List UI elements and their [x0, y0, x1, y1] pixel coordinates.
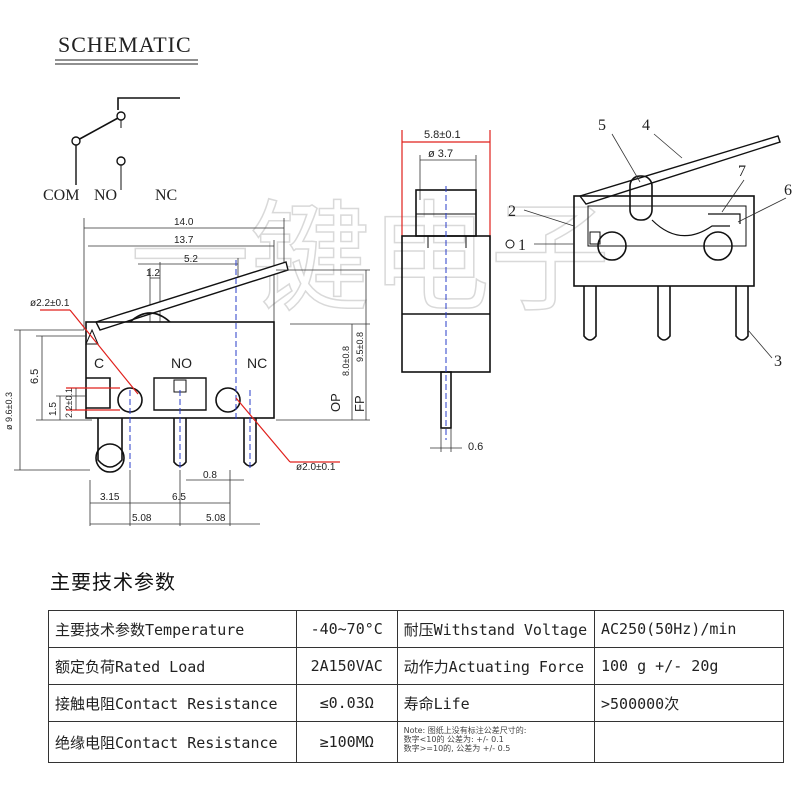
callout-2: 2: [508, 203, 516, 220]
spec-label: 动作力Actuating Force: [396, 647, 595, 685]
schematic-diagram: SCHEMATIC COM NO NC: [43, 32, 198, 204]
spec-value: 2A150VAC: [295, 647, 398, 685]
pin-label-no: NO: [171, 355, 192, 371]
callout-3: 3: [774, 353, 782, 370]
note-line: 数字>=10的, 公差为 +/- 0.5: [403, 744, 511, 753]
dim-side-pin: 0.6: [468, 441, 483, 453]
dim-pin-dia: ø2.0±0.1: [296, 462, 336, 473]
callout-7: 7: [738, 163, 746, 180]
callout-1: 1: [518, 237, 526, 254]
callout-4: 4: [642, 117, 650, 134]
spec-value: [593, 721, 785, 763]
dim-pin-width: 0.8: [203, 470, 217, 481]
pin-label-nc: NC: [247, 355, 267, 371]
dim-side-width: 5.8±0.1: [424, 129, 461, 141]
spec-value: AC250(50Hz)/min: [593, 610, 785, 648]
specs-table: 主要技术参数Temperature -40~70°C 耐压Withstand V…: [48, 610, 785, 763]
specs-title: 主要技术参数: [50, 570, 176, 594]
dim-height-22: 2.2±0.1: [64, 388, 74, 418]
technical-drawing: 一键电子 SCHEMATIC COM NO NC 14.0 13.7 5.2 1…: [4, 32, 792, 526]
table-row: 绝缘电阻Contact Resistance ≥100MΩ Note: 图纸上没…: [48, 721, 785, 763]
dim-fp-label: FP: [352, 395, 367, 412]
terminal-nc: NC: [155, 187, 177, 204]
terminal-no: NO: [94, 187, 117, 204]
dim-op-label: OP: [328, 393, 343, 412]
dim-left-offset: 3.15: [100, 492, 120, 503]
note-line: 数字<10的 公差为: +/- 0.1: [403, 735, 504, 744]
spec-label: 耐压Withstand Voltage: [396, 610, 595, 648]
dim-pitch-left: 5.08: [132, 513, 152, 524]
dim-overall-height: ø 9.6±0.3: [4, 392, 14, 430]
dim-op-value: 8.0±0.8: [341, 346, 351, 376]
dim-fp-value: 9.5±0.8: [355, 332, 365, 362]
dim-overall-length: 14.0: [174, 217, 194, 228]
spec-value: 100 g +/- 20g: [593, 647, 785, 685]
dim-pitch-65: 6.5: [172, 492, 186, 503]
tolerance-note: Note: 图纸上没有标注公差尺寸的: 数字<10的 公差为: +/- 0.1 …: [396, 721, 595, 763]
dim-plunger: ø 3.7: [428, 148, 453, 160]
spec-value: -40~70°C: [295, 610, 398, 648]
svg-text:一键电子: 一键电子: [130, 190, 610, 329]
spec-label: 绝缘电阻Contact Resistance: [48, 721, 297, 763]
table-row: 主要技术参数Temperature -40~70°C 耐压Withstand V…: [48, 610, 785, 648]
spec-label: 寿命Life: [396, 684, 595, 722]
side-view: 5.8±0.1 ø 3.7 0.6: [401, 129, 491, 453]
dim-body-length: 13.7: [174, 235, 194, 246]
callout-6: 6: [784, 182, 792, 199]
dim-pitch-right: 5.08: [206, 513, 226, 524]
callout-5: 5: [598, 117, 606, 134]
dim-lever-offset: 5.2: [184, 254, 198, 265]
spec-value: ≤0.03Ω: [295, 684, 398, 722]
pin-label-c: C: [94, 355, 104, 371]
dim-height-65: 6.5: [29, 369, 41, 384]
schematic-title: SCHEMATIC: [58, 32, 192, 57]
section-view: 5 4 7 6 2 1 3: [505, 117, 792, 370]
spec-value: >500000次: [593, 684, 785, 722]
watermark: 一键电子: [129, 189, 611, 330]
dim-height-15: 1.5: [48, 402, 59, 416]
dim-hole-dia: ø2.2±0.1: [30, 298, 70, 309]
spec-value: ≥100MΩ: [295, 721, 398, 763]
terminal-com: COM: [43, 187, 79, 204]
note-line: Note: 图纸上没有标注公差尺寸的:: [403, 726, 527, 735]
spec-label: 接触电阻Contact Resistance: [48, 684, 297, 722]
spec-label: 额定负荷Rated Load: [48, 647, 297, 685]
table-row: 接触电阻Contact Resistance ≤0.03Ω 寿命Life >50…: [48, 684, 785, 722]
front-view: 14.0 13.7 5.2 1.2 C NO NC: [4, 217, 370, 526]
table-row: 额定负荷Rated Load 2A150VAC 动作力Actuating For…: [48, 647, 785, 685]
dim-small: 1.2: [146, 268, 160, 279]
spec-label: 主要技术参数Temperature: [48, 610, 297, 648]
